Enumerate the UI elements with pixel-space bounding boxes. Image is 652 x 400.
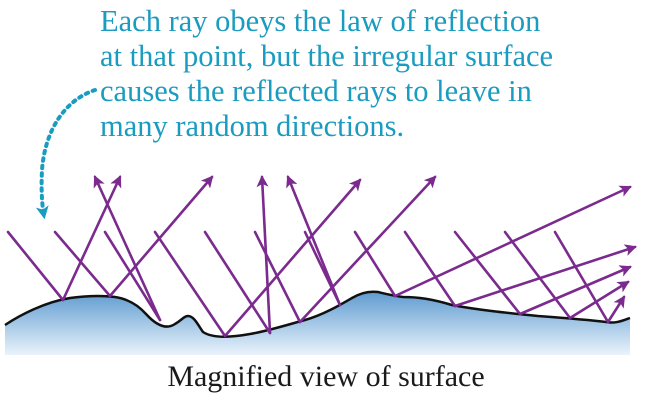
- reflected-ray: [93, 175, 162, 322]
- incident-ray: [353, 230, 397, 298]
- surface-fill: [5, 291, 630, 355]
- surface-outline: [4, 290, 631, 338]
- reflected-ray: [606, 295, 626, 324]
- reflected-rays: [61, 175, 637, 338]
- incident-rays: [6, 230, 610, 338]
- incident-ray: [6, 230, 65, 302]
- reflected-ray: [568, 280, 630, 320]
- reflected-ray: [393, 185, 632, 298]
- dotted-curved-arrow-icon: [35, 88, 97, 220]
- incident-ray: [503, 230, 572, 320]
- reflected-ray: [298, 175, 437, 324]
- annotation-line: Each ray obeys the law of reflection: [100, 4, 541, 38]
- reflected-ray: [256, 175, 272, 335]
- incident-ray: [403, 230, 457, 308]
- reflected-ray: [108, 175, 214, 298]
- surface: [4, 290, 631, 355]
- reflected-ray: [223, 178, 362, 338]
- incident-ray: [153, 230, 227, 338]
- reflected-ray: [61, 175, 122, 302]
- annotation-line: causes the reflected rays to leave in: [100, 74, 532, 108]
- figure-caption: Magnified view of surface: [167, 360, 485, 393]
- incident-ray: [53, 230, 112, 298]
- reflected-ray: [518, 265, 632, 316]
- incident-ray: [553, 230, 610, 324]
- reflected-ray: [453, 244, 637, 308]
- annotation-line: many random directions.: [100, 109, 405, 143]
- annotation-line: at that point, but the irregular surface: [100, 39, 554, 73]
- incident-ray: [203, 230, 272, 335]
- incident-ray: [453, 230, 522, 316]
- reflected-ray: [286, 175, 342, 307]
- incident-ray: [103, 230, 162, 322]
